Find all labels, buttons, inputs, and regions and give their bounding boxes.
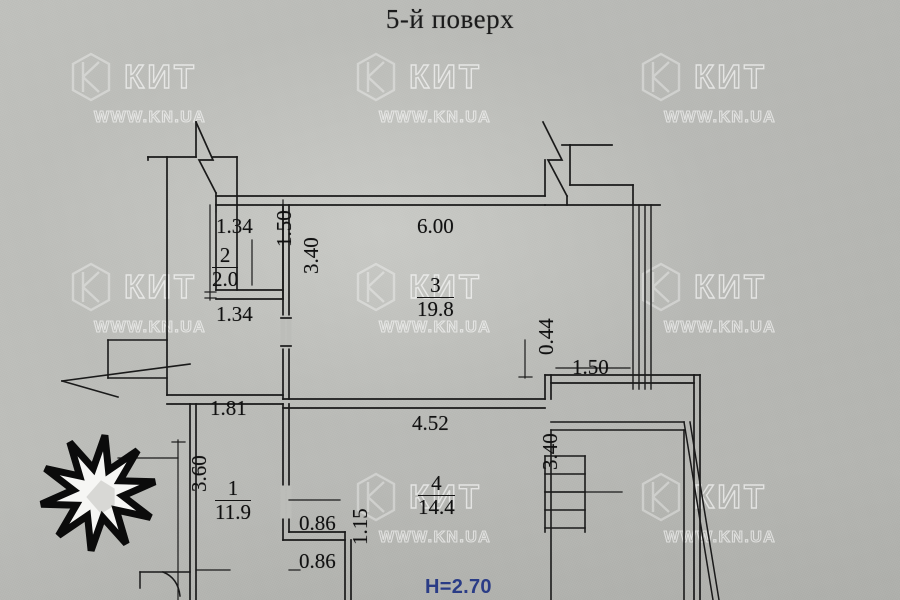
wall-right-room3: [632, 204, 652, 390]
dim-room1-height: 3.60: [187, 455, 211, 492]
dim-bath-width-lower: 0.86: [299, 549, 336, 573]
room-area: 19.8: [417, 297, 454, 322]
star-burst-marker-icon: [39, 434, 157, 552]
room-area: 11.9: [215, 500, 251, 525]
wall-left-outer: [147, 156, 168, 396]
room-number: 4: [418, 472, 455, 497]
dim-room2-height: 1.50: [272, 210, 296, 247]
dim-corridor-width: 1.81: [210, 396, 247, 420]
dim-bath-width-upper: 0.86: [299, 511, 336, 535]
ceiling-height-note: H=2.70: [425, 576, 492, 598]
dim-room4-top-width: 4.52: [412, 411, 449, 435]
dim-ticks-bath: [195, 499, 341, 571]
room-number: 1: [215, 477, 251, 502]
room-area: 2.0: [212, 267, 239, 292]
dim-room3-top-width: 6.00: [417, 214, 454, 238]
dim-room2-bottom-width: 1.34: [216, 302, 253, 326]
dim-bath-height: 1.15: [348, 508, 372, 545]
dim-niche-width: 0.44: [534, 318, 558, 355]
dim-room2-top-width: 1.34: [216, 214, 253, 238]
page-title: 5-й поверх: [385, 4, 515, 34]
dim-ticks-room4: [518, 339, 631, 379]
wall-top-room3: [215, 195, 546, 206]
wall-left-jog: [61, 339, 191, 398]
dim-entry-width: 1.50: [572, 355, 609, 379]
dim-ticks-room2: [204, 204, 253, 301]
wall-top-right: [541, 120, 661, 206]
wall-top-left: [147, 120, 238, 206]
room-1-walls: [280, 403, 352, 600]
dim-ticks-upper: [215, 199, 284, 213]
dim-room3-height: 3.40: [299, 237, 323, 274]
room-number: 3: [417, 274, 454, 299]
entry-niche-walls: [544, 374, 701, 600]
dim-stair-height: 3.40: [538, 433, 562, 470]
room-area: 14.4: [418, 495, 455, 520]
door-swing-lower-left: [139, 571, 191, 597]
room-number: 2: [212, 244, 239, 269]
room-3-walls: [280, 204, 546, 409]
balcony-slanted-wall: [683, 421, 720, 600]
corridor-walls: [166, 394, 284, 600]
staircase: [544, 421, 685, 600]
